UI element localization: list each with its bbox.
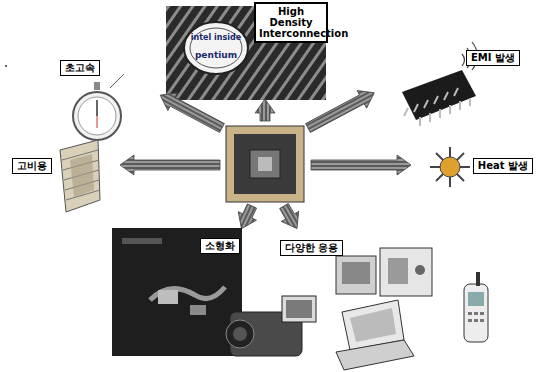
label-box: 다양한 응용 — [280, 240, 343, 256]
label-text: Heat 발생 — [478, 160, 528, 172]
label-text: 고비용 — [17, 160, 47, 172]
title-tag-box: High Density Interconnection — [254, 2, 328, 43]
miniature-device-photo — [112, 228, 242, 356]
mobile-phone — [464, 272, 488, 342]
dot — [5, 65, 7, 67]
label-box: 초고속 — [60, 60, 100, 76]
logo-text: pentium — [195, 50, 237, 60]
money-stack — [60, 140, 100, 212]
label-box: Heat 발생 — [473, 158, 533, 174]
label-box: 고비용 — [12, 158, 52, 174]
pentium-chip-photo — [166, 6, 326, 100]
label-box: EMI 발생 — [466, 50, 520, 66]
camcorder — [226, 296, 316, 356]
heat-sun — [430, 147, 470, 187]
arrows — [120, 84, 411, 234]
center-chip — [226, 126, 304, 202]
label-text: 다양한 응용 — [285, 242, 338, 254]
label-text: High Density Interconnection — [259, 6, 323, 39]
label-text: EMI 발생 — [471, 52, 515, 64]
label-box: 소형화 — [200, 238, 240, 254]
home-appliance — [336, 248, 432, 296]
label-text: 초고속 — [65, 62, 95, 74]
label-text: 소형화 — [205, 240, 235, 252]
stopwatch — [73, 74, 124, 140]
logo-text: intel inside — [191, 33, 241, 42]
laptop — [336, 300, 414, 370]
